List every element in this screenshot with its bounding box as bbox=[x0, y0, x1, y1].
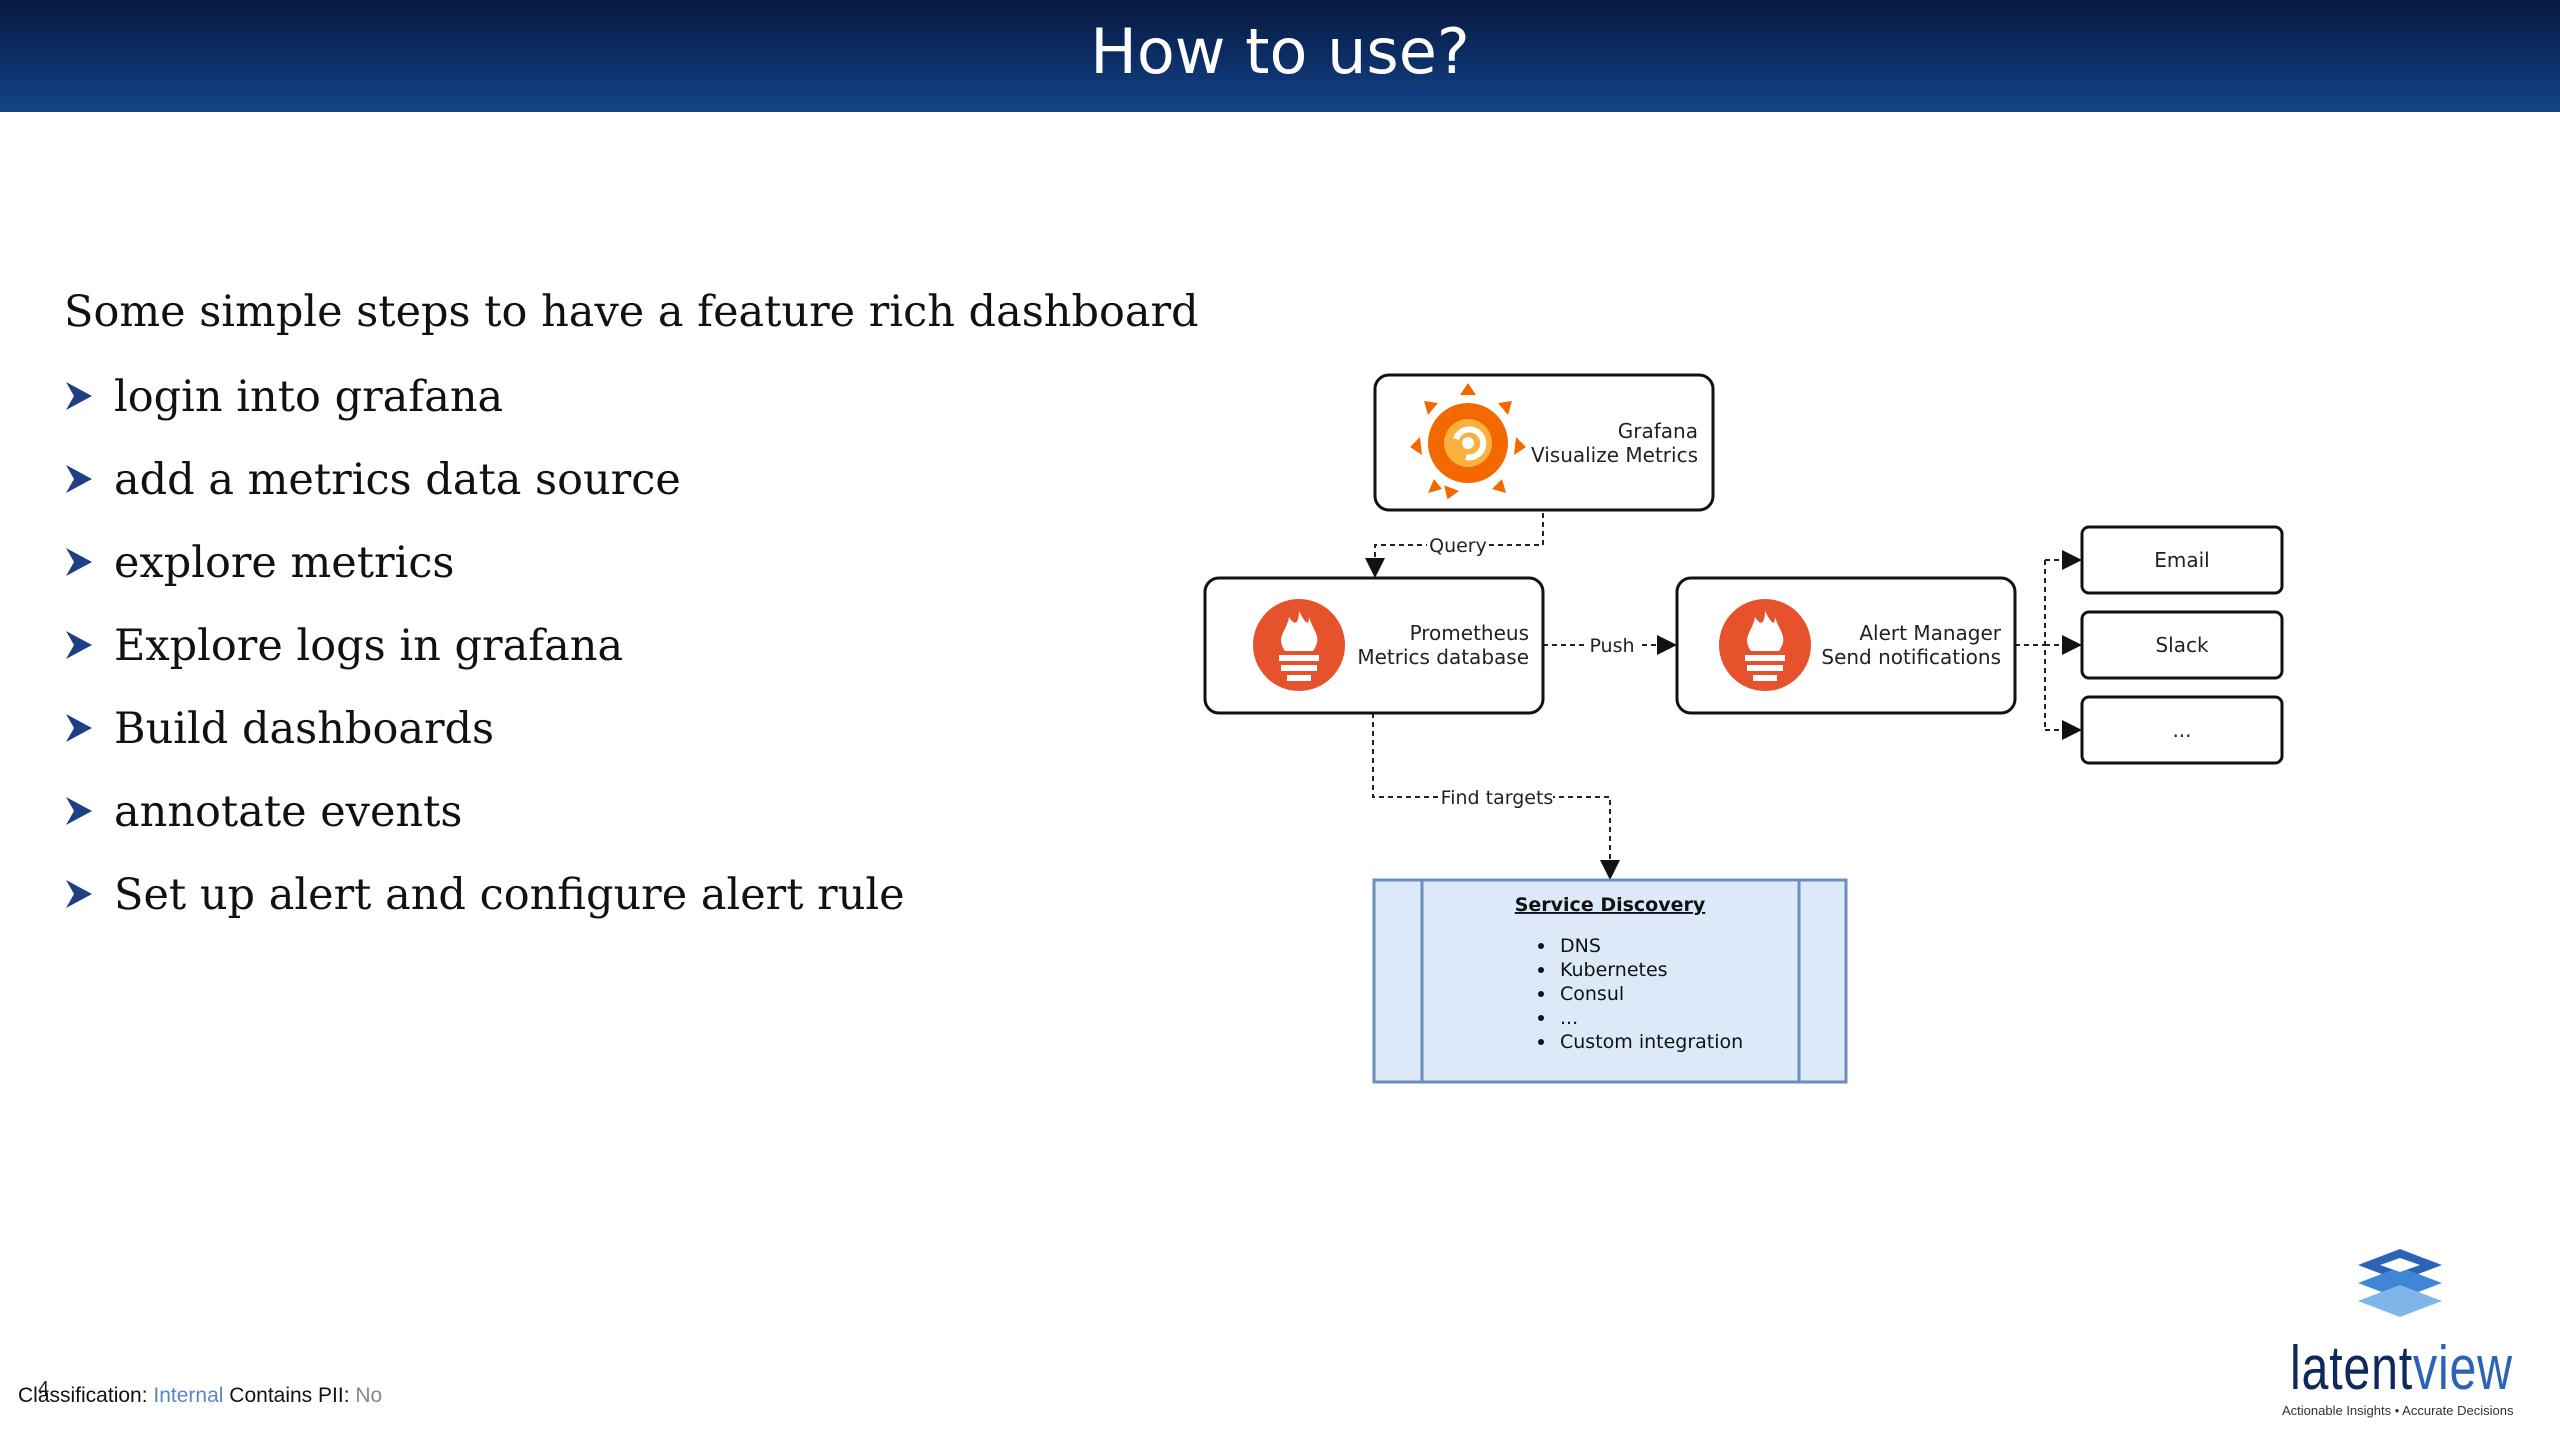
step-label: Build dashboards bbox=[114, 704, 495, 754]
prometheus-title: Prometheus bbox=[1410, 621, 1529, 645]
logo-wordmark: latentview bbox=[2290, 1333, 2513, 1404]
arrow-bullet-icon bbox=[64, 704, 114, 744]
grafana-title: Grafana bbox=[1618, 419, 1698, 443]
grafana-logo-icon bbox=[1410, 383, 1526, 500]
latentview-mark-icon bbox=[2358, 1249, 2442, 1317]
arrow-bullet-icon bbox=[64, 538, 114, 578]
step-item: explore metrics bbox=[64, 538, 905, 621]
classification-footer: Classification: Internal Contains PII: N… bbox=[18, 1384, 382, 1408]
pii-label: Contains PII: bbox=[229, 1384, 350, 1407]
step-item: add a metrics data source bbox=[64, 455, 905, 538]
prometheus-node: Prometheus Metrics database bbox=[1203, 576, 1545, 715]
sd-item: Kubernetes bbox=[1560, 959, 1668, 981]
arrow-bullet-icon bbox=[64, 455, 114, 495]
alertmanager-subtitle: Send notifications bbox=[1821, 645, 2001, 669]
step-item: Explore logs in grafana bbox=[64, 621, 905, 704]
arrow-bullet-icon bbox=[64, 372, 114, 412]
prometheus-subtitle: Metrics database bbox=[1357, 645, 1529, 669]
arrow-bullet-icon bbox=[64, 870, 114, 910]
find-targets-label: Find targets bbox=[1441, 787, 1554, 809]
architecture-diagram: Query Push Find targets Grafana Visualiz… bbox=[1203, 373, 2284, 1084]
step-item: login into grafana bbox=[64, 372, 905, 455]
logo-word-b: view bbox=[2412, 1334, 2513, 1403]
notifier-label: ... bbox=[2172, 718, 2191, 742]
alertmanager-logo-icon bbox=[1719, 599, 1811, 691]
latentview-logo: latentview Actionable Insights • Accurat… bbox=[2272, 1245, 2528, 1425]
sd-item: DNS bbox=[1560, 935, 1601, 957]
classification-label: Classification: bbox=[18, 1384, 148, 1407]
step-label: explore metrics bbox=[114, 538, 455, 588]
sd-item: Custom integration bbox=[1560, 1031, 1743, 1053]
page-number: 4 bbox=[38, 1378, 50, 1400]
arrow-bullet-icon bbox=[64, 621, 114, 661]
notifier-label: Slack bbox=[2155, 633, 2209, 657]
notifier-email: Email bbox=[2080, 525, 2284, 595]
classification-value: Internal bbox=[153, 1384, 224, 1407]
step-item: Build dashboards bbox=[64, 704, 905, 787]
grafana-subtitle: Visualize Metrics bbox=[1531, 443, 1698, 467]
pii-value: No bbox=[355, 1384, 383, 1407]
title-bar: How to use? bbox=[0, 0, 2560, 112]
step-label: annotate events bbox=[114, 787, 463, 837]
step-item: Set up alert and configure alert rule bbox=[64, 870, 905, 953]
step-label: add a metrics data source bbox=[114, 455, 681, 505]
logo-tagline: Actionable Insights • Accurate Decisions bbox=[2282, 1403, 2514, 1418]
service-discovery-title: Service Discovery bbox=[1515, 894, 1706, 916]
sd-item: ... bbox=[1560, 1007, 1578, 1029]
steps-list: login into grafana add a metrics data so… bbox=[64, 372, 905, 953]
alertmanager-node: Alert Manager Send notifications bbox=[1675, 576, 2017, 715]
notifier-label: Email bbox=[2154, 548, 2210, 572]
push-label: Push bbox=[1589, 635, 1634, 657]
grafana-node: Grafana Visualize Metrics bbox=[1373, 373, 1715, 512]
prometheus-logo-icon bbox=[1253, 599, 1345, 691]
alertmanager-title: Alert Manager bbox=[1859, 621, 2001, 645]
step-item: annotate events bbox=[64, 787, 905, 870]
logo-word-a: latent bbox=[2290, 1334, 2413, 1403]
sd-item: Consul bbox=[1560, 983, 1624, 1005]
step-label: login into grafana bbox=[114, 372, 504, 422]
slide-title: How to use? bbox=[1090, 15, 1470, 88]
intro-text: Some simple steps to have a feature rich… bbox=[64, 287, 1199, 337]
notifier-slack: Slack bbox=[2080, 610, 2284, 680]
arrow-bullet-icon bbox=[64, 787, 114, 827]
query-label: Query bbox=[1429, 535, 1487, 557]
notifier-more: ... bbox=[2080, 695, 2284, 765]
service-discovery-box: Service Discovery DNS Kubernetes Consul … bbox=[1372, 878, 1848, 1084]
step-label: Set up alert and configure alert rule bbox=[114, 870, 905, 920]
step-label: Explore logs in grafana bbox=[114, 621, 624, 671]
